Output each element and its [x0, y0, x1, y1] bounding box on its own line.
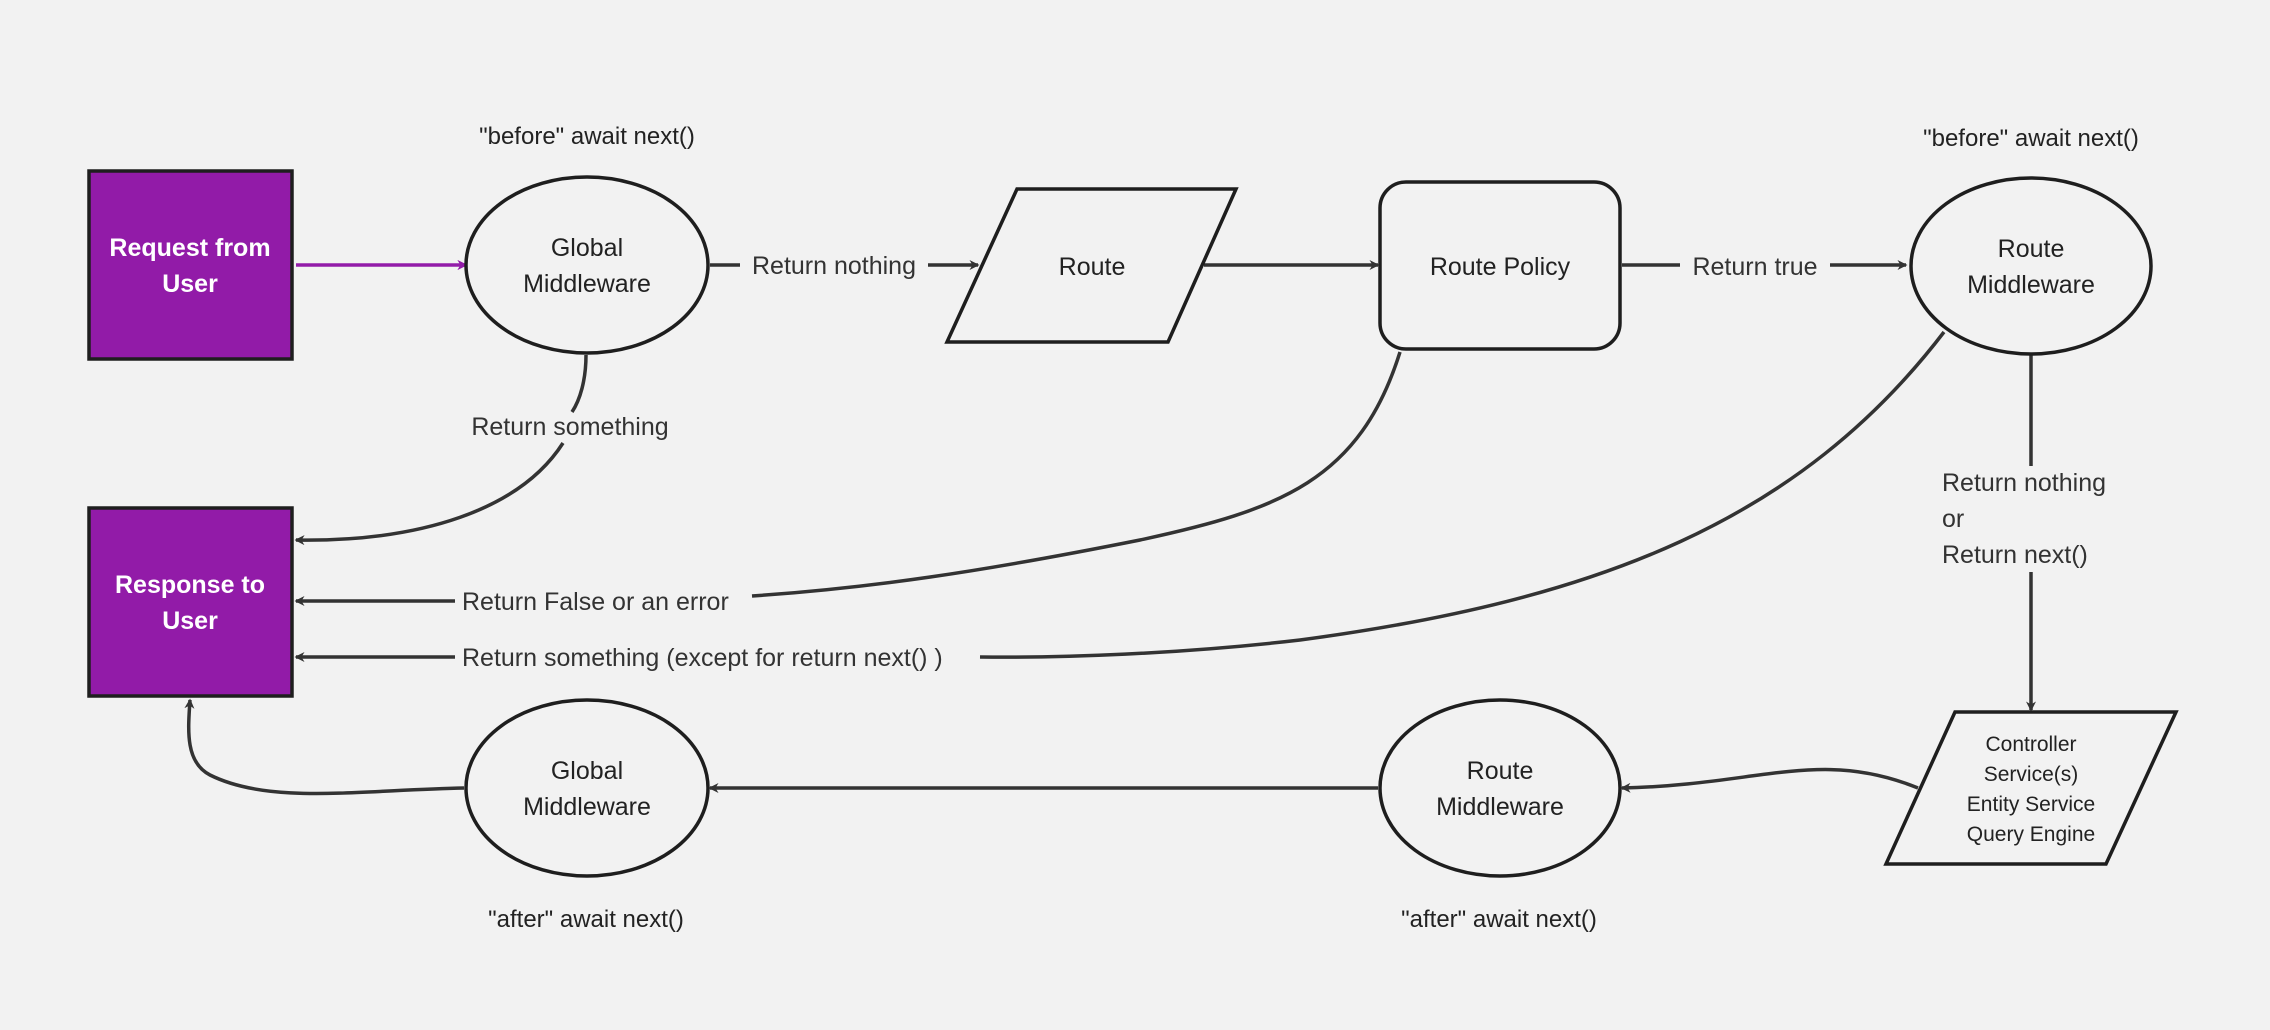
global-middleware-top-line2: Middleware: [523, 270, 651, 298]
edge-label-return-something: Return something: [471, 413, 668, 441]
global-middleware-top-line1: Global: [551, 234, 623, 262]
controller-line4: Query Engine: [1967, 823, 2095, 846]
caption-route-before: "before" await next(): [1923, 125, 2139, 152]
edge-label-return-something-except: Return something (except for return next…: [462, 644, 943, 672]
edge-label-route-mw-or: or: [1942, 505, 1964, 533]
route-middleware-bottom-line1: Route: [1467, 757, 1534, 785]
edge-controller-to-route-middleware: [1620, 767, 1919, 793]
controller-line2: Service(s): [1984, 763, 2079, 786]
edge-global-middleware-to-response-final: [184, 698, 465, 796]
caption-global-before: "before" await next(): [479, 123, 695, 150]
edge-global-middleware-to-response: [570, 354, 588, 413]
controller-line3: Entity Service: [1967, 793, 2095, 816]
route-label: Route: [1059, 253, 1126, 281]
route-middleware-top-node: Route Middleware: [1909, 176, 2153, 356]
global-middleware-top-node: Global Middleware: [464, 175, 710, 355]
caption-route-after: "after" await next(): [1401, 906, 1597, 933]
caption-global-after: "after" await next(): [488, 906, 684, 933]
edge-route-policy-to-response: [751, 351, 1402, 598]
edge-label-return-false-or-error: Return False or an error: [462, 588, 729, 616]
edge-label-return-true: Return true: [1692, 253, 1817, 281]
edge-route-middleware-to-response: [979, 330, 1946, 659]
route-policy-label: Route Policy: [1430, 253, 1571, 281]
route-middleware-top-line2: Middleware: [1967, 271, 2095, 299]
response-label-line2: User: [162, 607, 218, 635]
edge-label-route-mw-return-next: Return next(): [1942, 541, 2088, 569]
edge-label-return-nothing: Return nothing: [752, 252, 916, 280]
request-label-line1: Request from: [109, 234, 270, 262]
global-middleware-bottom-line1: Global: [551, 757, 623, 785]
global-middleware-bottom-line2: Middleware: [523, 793, 651, 821]
edge-global-middleware-to-response-arrow: [294, 442, 565, 546]
route-middleware-bottom-line2: Middleware: [1436, 793, 1564, 821]
response-label-line1: Response to: [115, 571, 265, 599]
route-middleware-top-line1: Route: [1998, 235, 2065, 263]
route-middleware-bottom-node: Route Middleware: [1378, 698, 1622, 878]
route-policy-node: Route Policy: [1378, 180, 1622, 351]
controller-node: Controller Service(s) Entity Service Que…: [1883, 710, 2179, 866]
response-node: Response to User: [87, 506, 294, 698]
request-node: Request from User: [87, 169, 294, 361]
request-label-line2: User: [162, 270, 218, 298]
edge-label-route-mw-return-nothing: Return nothing: [1942, 469, 2106, 497]
route-node: Route: [944, 187, 1239, 344]
global-middleware-bottom-node: Global Middleware: [464, 698, 710, 878]
controller-line1: Controller: [1985, 733, 2076, 756]
